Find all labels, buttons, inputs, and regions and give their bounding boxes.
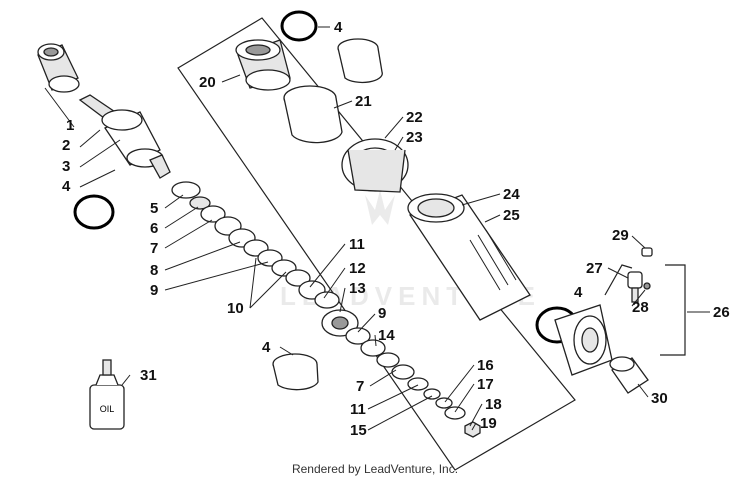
callout-17: 17 [477,376,494,393]
part-4-wear-band-top [337,38,383,84]
callout-16: 16 [477,357,494,374]
part-22-23-spanner-nut [341,138,409,193]
callouts: 1 2 3 4 4 4 4 5 6 7 7 8 9 9 10 11 11 12 … [62,19,730,439]
part-27-bracket [604,264,633,296]
callout-7-upper: 7 [150,240,158,257]
callout-21: 21 [355,93,372,110]
callout-10: 10 [227,300,244,317]
o-ring-4-top [280,10,318,42]
callout-4-top: 4 [334,19,343,36]
callout-3: 3 [62,158,70,175]
callout-6: 6 [150,220,158,237]
callout-9-right: 9 [378,305,386,322]
part-20-seal-head [235,39,291,91]
part-2-3-shaft-body [78,94,171,179]
callout-30: 30 [651,390,668,407]
callout-15: 15 [350,422,367,439]
callout-25: 25 [503,207,520,224]
callout-22: 22 [406,109,423,126]
callout-27: 27 [586,260,603,277]
shim-stack-right [345,327,481,438]
part-21-sleeve [283,85,343,144]
oil-label: OIL [100,404,115,414]
rendered-by-footer: Rendered by LeadVenture, Inc. [291,462,459,476]
callout-12: 12 [349,260,366,277]
callout-26: 26 [713,304,730,321]
part-27-28-29-valve [627,247,653,303]
callout-23: 23 [406,129,423,146]
callout-4-right: 4 [574,284,583,301]
callout-20: 20 [199,74,216,91]
callout-8: 8 [150,262,158,279]
callout-14: 14 [378,327,395,344]
o-ring-4-left [73,194,115,230]
callout-13: 13 [349,280,366,297]
leader-lines [44,26,710,431]
callout-1: 1 [66,117,74,134]
part-24-25-body-cylinder [407,193,531,321]
part-31-oil-bottle: OIL [89,359,125,430]
callout-29: 29 [612,227,629,244]
callout-4-lower: 4 [262,339,271,356]
callout-9-left: 9 [150,282,158,299]
callout-5: 5 [150,200,158,217]
callout-28: 28 [632,299,649,316]
callout-18: 18 [485,396,502,413]
callout-24: 24 [503,186,520,203]
callout-31: 31 [140,367,157,384]
callout-19: 19 [480,415,497,432]
part-4-wear-band-lower [272,353,319,391]
callout-2: 2 [62,137,70,154]
callout-7-lower: 7 [356,378,364,395]
part-26-bracket [660,264,686,356]
part-30-bushing [609,356,649,394]
callout-11-lower: 11 [350,401,366,418]
part-26-lower-eye [554,304,613,376]
callout-4-left: 4 [62,178,71,195]
shim-stack-left [171,181,340,309]
part-1-eyelet-cap [37,43,80,93]
callout-11-upper: 11 [349,236,365,253]
part-13-piston [321,309,359,337]
